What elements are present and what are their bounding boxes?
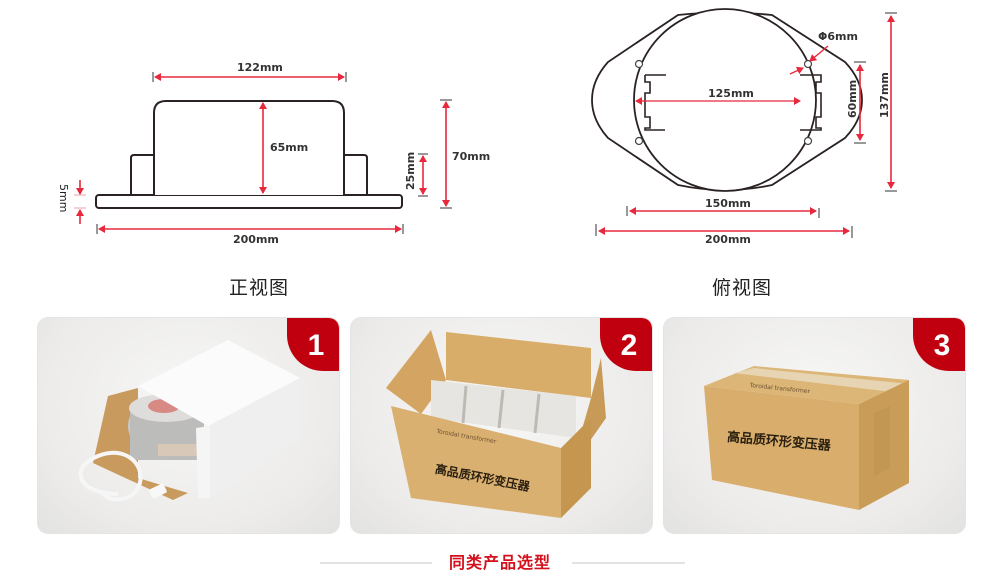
front-view-caption: 正视图: [229, 277, 290, 299]
open-carton-illustration: [386, 330, 606, 518]
product-in-white-box-illustration: [78, 340, 300, 502]
dim-base-width-label: 200mm: [233, 233, 279, 246]
packaging-step-card-3: 高品质环形变压器 Toroidal transformer 3: [664, 318, 965, 533]
top-view-caption: 俯视图: [712, 277, 773, 299]
dim-total-height-label: 137mm: [878, 72, 891, 118]
dim-body-height-label: 65mm: [270, 141, 309, 154]
top-view-outline: [591, 8, 897, 238]
dim-side-height-label: 25mm: [404, 151, 417, 190]
similar-products-title: 同类产品选型: [448, 553, 551, 572]
footer-divider-left: [320, 562, 432, 564]
packaging-step-card-2: 高品质环形变压器 Toroidal transformer 2: [351, 318, 652, 533]
dim-base-thickness-label: 5mm: [57, 184, 70, 213]
step-number-badge: 1: [287, 318, 339, 371]
packaging-step-card-1: 1: [38, 318, 339, 533]
dim-top-width-label: 122mm: [237, 61, 283, 74]
sealed-carton-illustration: [704, 366, 909, 510]
footer-divider-right: [572, 562, 685, 564]
dim-total-width-label: 200mm: [705, 233, 751, 246]
dim-inner-diameter-label: 125mm: [708, 87, 754, 100]
front-view-outline: [74, 72, 452, 234]
dim-total-height-label: 70mm: [452, 150, 491, 163]
dim-bracket-height-label: 60mm: [846, 79, 859, 118]
dim-hole-spacing-label: 150mm: [705, 197, 751, 210]
top-view-drawing: Φ6mm 125mm 60mm 137mm 150mm 200mm: [560, 0, 1000, 260]
similar-products-heading: 同类产品选型: [0, 549, 1000, 573]
dim-hole-diameter-label: Φ6mm: [818, 30, 858, 43]
front-view-drawing: 122mm 65mm 5mm 200mm 25mm 70mm: [0, 0, 500, 260]
